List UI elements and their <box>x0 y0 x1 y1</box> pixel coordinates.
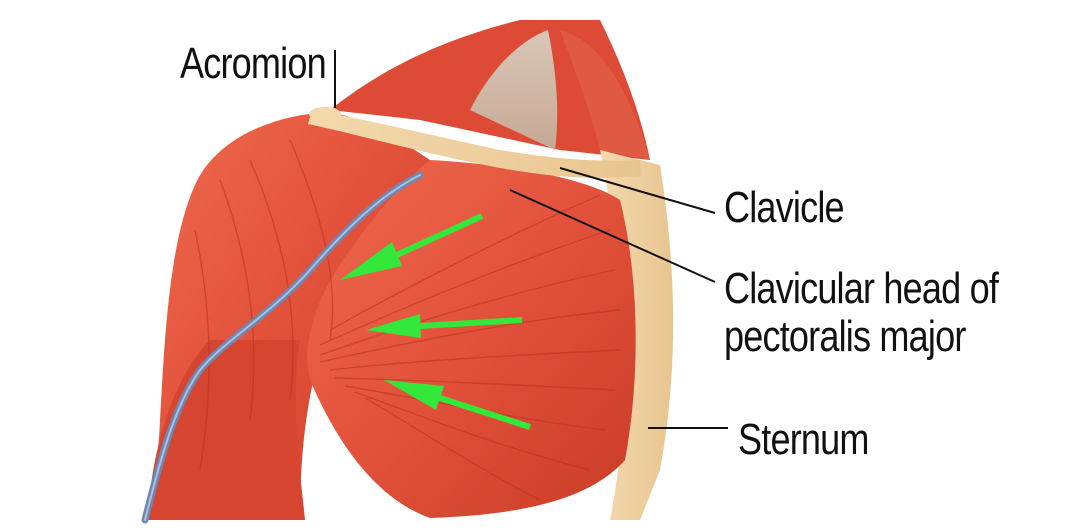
label-clavicular-head-line2: pectoralis major <box>724 312 966 361</box>
arrow-lower <box>384 380 531 430</box>
clavicle-bone <box>308 110 642 178</box>
fiber-direction-arrows <box>340 213 531 430</box>
acromion-bone <box>309 107 341 121</box>
label-acromion: Acromion <box>180 39 327 88</box>
label-clavicular-head-line1: Clavicular head of <box>724 264 999 313</box>
leader-lines <box>334 50 728 429</box>
arrow-upper <box>340 213 484 280</box>
arrow-middle <box>366 314 523 338</box>
label-sternum: Sternum <box>738 415 869 464</box>
neck-muscles <box>330 20 650 160</box>
clavicular-head-leader-line <box>509 189 716 283</box>
label-clavicular-head: Clavicular head of pectoralis major <box>724 264 999 361</box>
muscle-fibers <box>194 139 621 501</box>
label-clavicle: Clavicle <box>724 183 845 232</box>
clavicle-leader-line <box>559 167 716 214</box>
